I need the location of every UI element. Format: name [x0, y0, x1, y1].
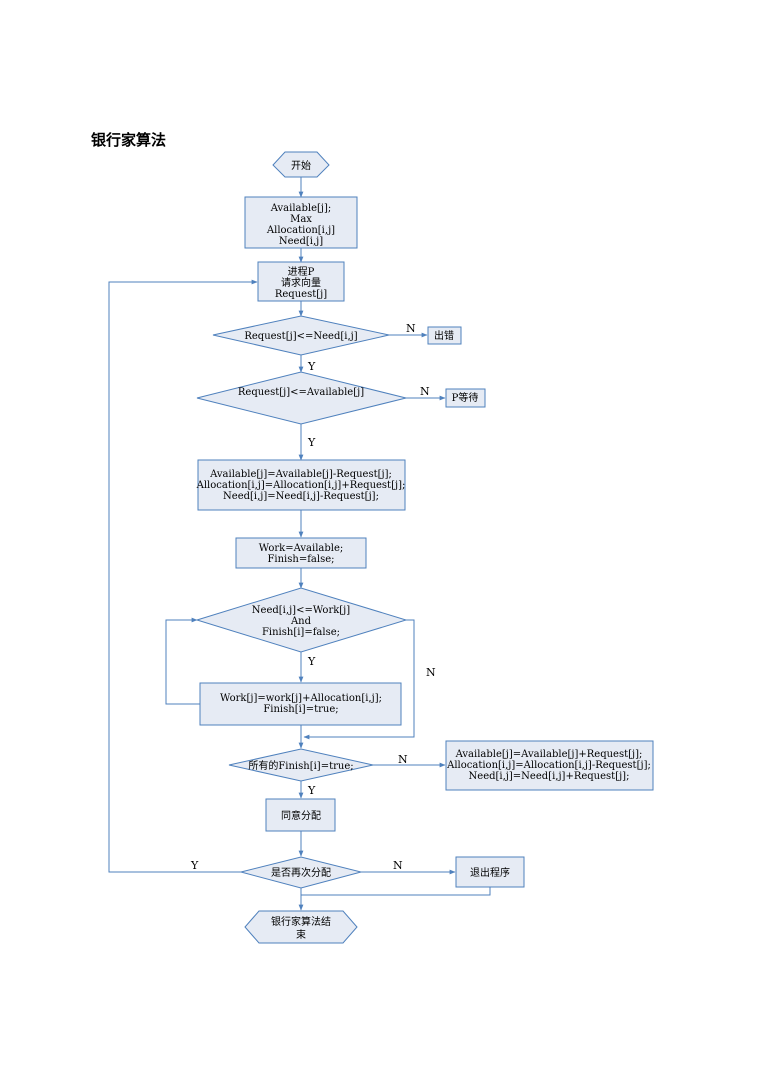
svg-text:束: 束	[296, 929, 306, 941]
svg-text:Available[j]=Available[j]+Requ: Available[j]=Available[j]+Request[j];	[455, 749, 643, 760]
branch-labels: N Y N Y Y N N Y Y N	[190, 322, 436, 872]
svg-text:开始: 开始	[291, 159, 311, 172]
agree-node: 同意分配	[265, 798, 336, 832]
svg-text:银行家算法结: 银行家算法结	[271, 915, 331, 928]
request-node: 进程P 请求向量 Request[j]	[257, 261, 345, 302]
again-decision: 是否再次分配	[239, 856, 363, 889]
label-y2: Y	[307, 436, 316, 449]
svg-text:Need[i,j]=Need[i,j]-Request[j]: Need[i,j]=Need[i,j]-Request[j];	[223, 491, 379, 502]
svg-text:是否再次分配: 是否再次分配	[271, 866, 331, 879]
svg-text:Allocation[i,j]=Allocation[i,j: Allocation[i,j]=Allocation[i,j]+Request[…	[196, 480, 406, 491]
update-work-node: Work[j]=work[j]+Allocation[i,j]; Finish[…	[199, 682, 402, 726]
svg-text:Need[i,j]<=Work[j]: Need[i,j]<=Work[j]	[252, 605, 350, 616]
rollback-node: Available[j]=Available[j]+Request[j]; Al…	[445, 740, 654, 791]
svg-text:出错: 出错	[434, 329, 454, 342]
error-node: 出错	[427, 326, 462, 345]
svg-text:Finish=false;: Finish=false;	[267, 554, 334, 565]
svg-text:Max: Max	[290, 214, 312, 225]
end-node: 银行家算法结 束	[244, 910, 358, 944]
label-y5: Y	[190, 859, 199, 872]
wait-node: P等待	[445, 388, 486, 408]
start-node: 开始	[272, 151, 330, 178]
label-y3: Y	[307, 655, 316, 668]
label-n3: N	[426, 666, 436, 679]
svg-text:进程P: 进程P	[288, 266, 315, 278]
svg-text:Request[j]: Request[j]	[275, 289, 327, 300]
svg-text:Available[j]=Available[j]-Requ: Available[j]=Available[j]-Request[j];	[209, 469, 392, 480]
svg-text:Finish[i]=false;: Finish[i]=false;	[262, 627, 340, 638]
label-n1: N	[406, 322, 416, 335]
svg-text:Need[i,j]: Need[i,j]	[279, 236, 323, 247]
svg-text:退出程序: 退出程序	[470, 866, 510, 879]
svg-text:Finish[i]=true;: Finish[i]=true;	[263, 704, 338, 715]
check-safe-decision: Need[i,j]<=Work[j] And Finish[i]=false;	[195, 587, 408, 653]
label-n4: N	[398, 753, 408, 766]
svg-text:Request[j]<=Need[i,j]: Request[j]<=Need[i,j]	[244, 331, 357, 342]
svg-text:P等待: P等待	[452, 391, 479, 404]
init-node: Available[j]; Max Allocation[i,j] Need[i…	[244, 196, 358, 249]
svg-text:Need[i,j]=Need[i,j]+Request[j]: Need[i,j]=Need[i,j]+Request[j];	[469, 771, 630, 782]
init-work-node: Work=Available; Finish=false;	[235, 537, 367, 569]
svg-text:Available[j];: Available[j];	[270, 203, 332, 214]
svg-text:Work=Available;: Work=Available;	[259, 543, 344, 554]
svg-text:Work[j]=work[j]+Allocation[i,j: Work[j]=work[j]+Allocation[i,j];	[220, 693, 382, 704]
svg-text:所有的Finish[i]=true;: 所有的Finish[i]=true;	[248, 759, 353, 772]
svg-text:请求向量: 请求向量	[281, 276, 321, 289]
svg-text:Request[j]<=Available[j]: Request[j]<=Available[j]	[238, 387, 364, 398]
exit-node: 退出程序	[455, 856, 525, 888]
svg-text:Allocation[i,j]: Allocation[i,j]	[266, 225, 335, 236]
page-title: 银行家算法	[91, 131, 167, 149]
label-n5: N	[393, 859, 403, 872]
label-y4: Y	[307, 784, 316, 797]
check-need-decision: Request[j]<=Need[i,j]	[212, 315, 390, 356]
svg-text:And: And	[290, 616, 312, 627]
label-n2: N	[420, 385, 430, 398]
allocate-node: Available[j]=Available[j]-Request[j]; Al…	[196, 459, 406, 511]
svg-text:Allocation[i,j]=Allocation[i,j: Allocation[i,j]=Allocation[i,j]-Request[…	[446, 760, 651, 771]
connectors	[108, 177, 491, 911]
check-available-decision: Request[j]<=Available[j]	[196, 371, 407, 425]
check-all-decision: 所有的Finish[i]=true;	[228, 748, 374, 782]
label-y1: Y	[307, 360, 316, 373]
svg-text:同意分配: 同意分配	[281, 809, 321, 822]
